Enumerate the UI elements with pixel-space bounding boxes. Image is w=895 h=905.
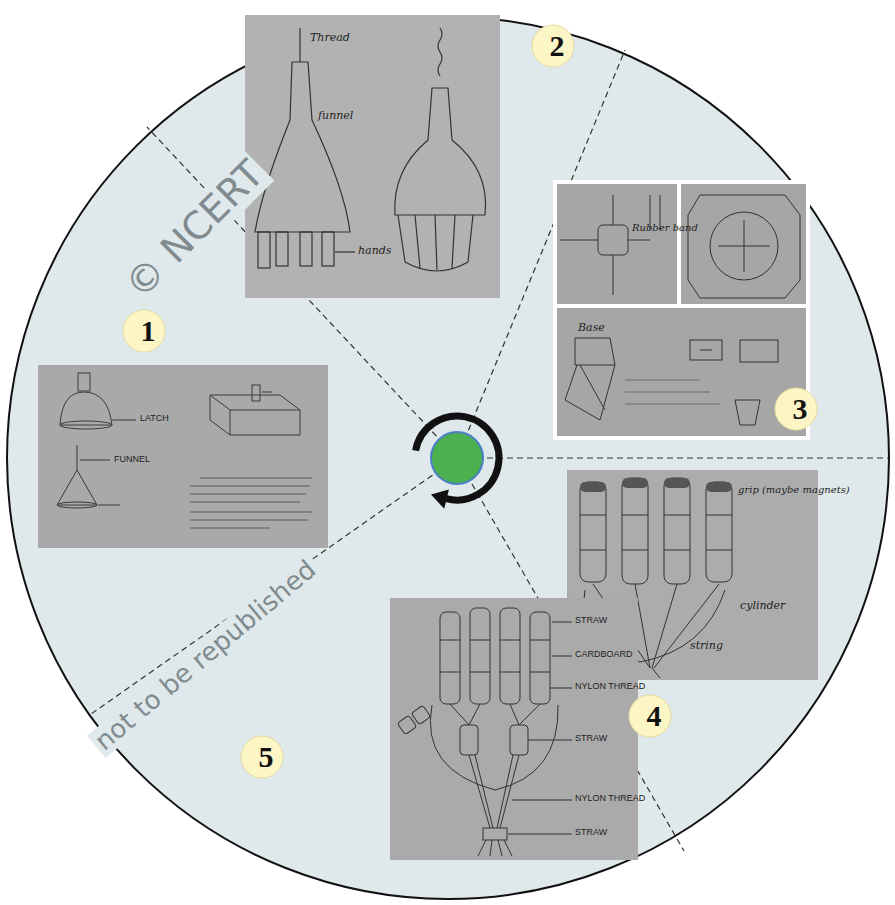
part-label: NYLON THREAD (575, 682, 645, 692)
callout-number-text: 1 (122, 309, 174, 353)
sketch-3 (553, 180, 810, 440)
callout-number-text: 2 (531, 24, 583, 68)
part-label: FUNNEL (114, 455, 150, 465)
callout-number: 2 (531, 24, 583, 68)
part-label: funnel (318, 110, 353, 122)
callout-number-text: 4 (628, 694, 680, 738)
centre-dot (431, 432, 483, 484)
part-label: Thread (310, 32, 350, 44)
part-label: Rubber band (632, 222, 698, 233)
part-label: Base (578, 322, 605, 334)
callout-number: 5 (240, 735, 292, 779)
callout-number: 1 (122, 309, 174, 353)
callout-number: 3 (774, 387, 826, 431)
part-label: STRAW (575, 828, 607, 838)
callout-number-text: 5 (240, 735, 292, 779)
callout-number: 4 (628, 694, 680, 738)
part-label: STRAW (575, 734, 607, 744)
part-label: grip (maybe magnets) (738, 484, 850, 495)
cycle-arrow (416, 416, 499, 509)
sketch-1 (38, 365, 328, 548)
part-label: NYLON THREAD (575, 794, 645, 804)
part-label: CARDBOARD (575, 650, 633, 660)
part-label: STRAW (575, 616, 607, 626)
part-label: LATCH (140, 414, 169, 424)
sketch-5 (390, 598, 638, 860)
sketch-2 (245, 15, 500, 298)
part-label: cylinder (740, 600, 785, 612)
callout-number-text: 3 (774, 387, 826, 431)
part-label: string (690, 640, 723, 652)
part-label: hands (358, 245, 391, 257)
